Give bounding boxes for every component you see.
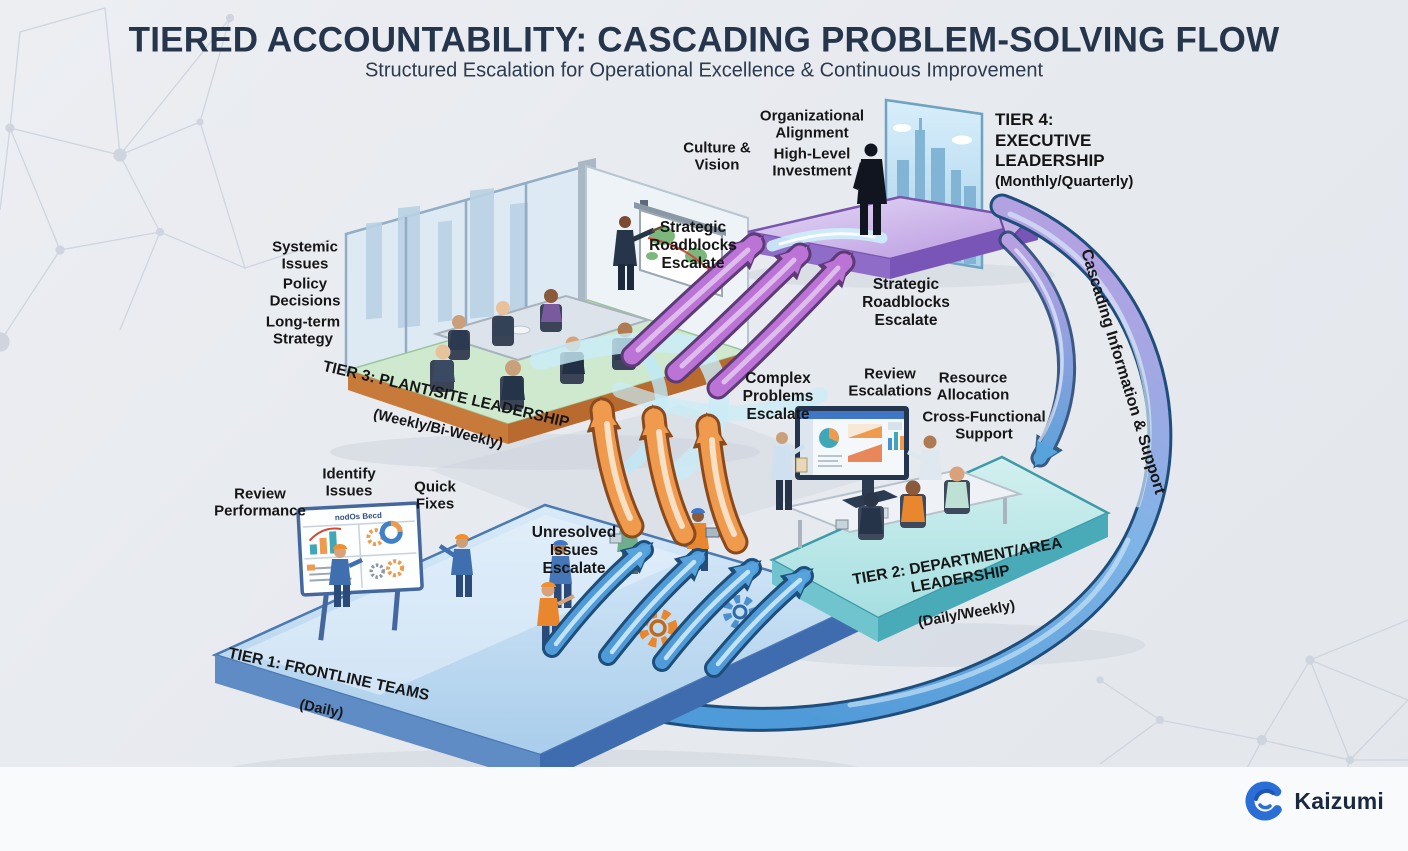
constellation-pattern-top-left — [0, 7, 331, 352]
tier2-dashboard-monitor — [795, 406, 909, 508]
label-complex-problems-escalate: Complex Problems Escalate — [742, 370, 814, 423]
label-unresolved-issues-escalate: Unresolved Issues Escalate — [531, 524, 617, 577]
label-review-performance: Review Performance — [214, 485, 306, 520]
unresolved-issues-arrows-tier1-to-tier2 — [542, 540, 814, 678]
label-culture-vision: Culture & Vision — [683, 139, 751, 174]
label-strategic-roadblocks-escalate-left: Strategic Roadblocks Escalate — [649, 219, 737, 272]
tier4-cadence: (Monthly/Quarterly) — [995, 173, 1134, 191]
tier2-team-figures — [771, 432, 970, 540]
tier1-whiteboard: nodOs Becd — [296, 501, 424, 641]
whiteboard-title: nodOs Becd — [335, 511, 383, 522]
label-high-level-investment: High-Level Investment — [772, 145, 852, 180]
footer-bar: Kaizumi — [0, 767, 1408, 851]
label-cross-functional-support: Cross-Functional Support — [922, 408, 1046, 443]
page-title: TIERED ACCOUNTABILITY: CASCADING PROBLEM… — [128, 20, 1280, 60]
cascade-loop-inner-arrow — [998, 230, 1077, 469]
page-subtitle: Structured Escalation for Operational Ex… — [364, 59, 1044, 82]
label-identify-issues: Identify Issues — [322, 465, 376, 500]
label-quick-fixes: Quick Fixes — [414, 478, 456, 513]
tier4-executive-figure — [853, 143, 887, 235]
tier4-caption: TIER 4: EXECUTIVE LEADERSHIP (Monthly/Qu… — [995, 110, 1133, 190]
brand-logo: Kaizumi — [1245, 781, 1384, 821]
label-long-term-strategy: Long-term Strategy — [265, 313, 341, 348]
complex-problems-arrows-tier2-to-tier3 — [586, 396, 749, 555]
tier4-caption-text: TIER 4: EXECUTIVE LEADERSHIP — [995, 110, 1105, 171]
tier3-presenter-figure — [613, 216, 665, 290]
brand-name: Kaizumi — [1294, 787, 1384, 814]
cascading-support-outer-arrow — [601, 193, 1173, 732]
label-resource-allocation: Resource Allocation — [936, 369, 1010, 404]
label-policy-decisions: Policy Decisions — [269, 275, 341, 310]
label-systemic-issues: Systemic Issues — [272, 238, 338, 273]
label-review-escalations: Review Escalations — [848, 365, 932, 400]
label-strategic-roadblocks-escalate-right: Strategic Roadblocks Escalate — [862, 276, 950, 329]
strategic-roadblocks-arrows-tier3-to-tier4 — [620, 232, 856, 400]
kaizumi-wave-icon — [1245, 781, 1285, 821]
label-org-alignment: Organizational Alignment — [759, 107, 865, 142]
tier2-department-leadership-scene — [769, 406, 1111, 642]
